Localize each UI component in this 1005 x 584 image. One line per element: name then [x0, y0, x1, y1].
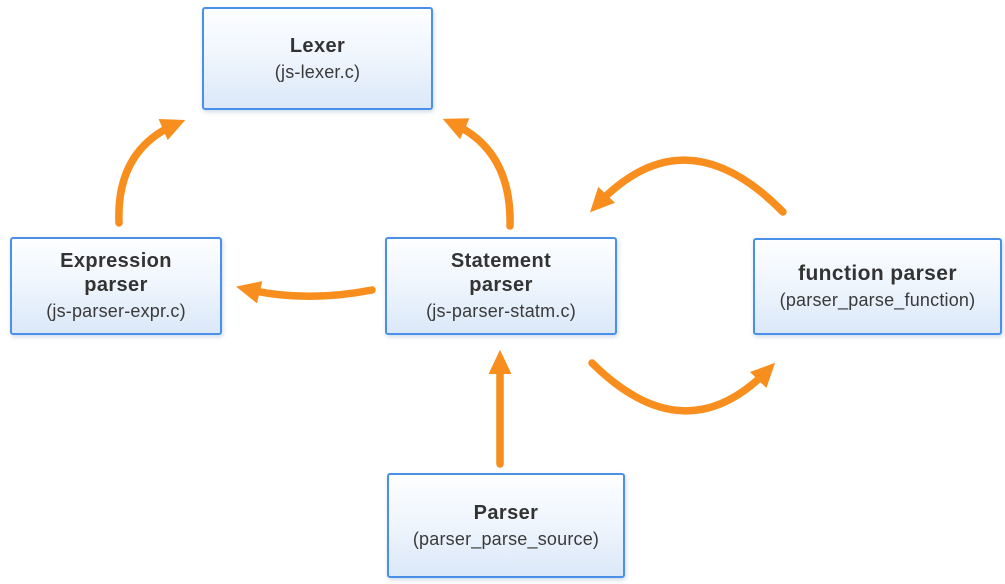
node-lexer: Lexer (js-lexer.c) — [202, 7, 433, 110]
node-title: Lexer — [290, 34, 345, 58]
node-subtitle: (parser_parse_function) — [779, 290, 976, 311]
node-title-line: parser — [469, 274, 533, 297]
node-title: Statement parser — [451, 249, 551, 297]
node-title: function parser — [798, 261, 957, 286]
node-function-parser: function parser (parser_parse_function) — [753, 238, 1002, 335]
arrow-expression-parser-to-lexer — [115, 119, 186, 227]
node-statement-parser: Statement parser (js-parser-statm.c) — [385, 237, 617, 335]
node-subtitle: (js-parser-expr.c) — [46, 301, 186, 322]
node-subtitle: (parser_parse_source) — [412, 528, 600, 549]
node-subtitle: (js-parser-statm.c) — [426, 301, 576, 322]
node-title: Parser — [474, 501, 539, 525]
arrow-statement-parser-to-expression-parser — [236, 281, 376, 304]
node-title-line: Expression — [60, 250, 172, 273]
arrow-statement-parser-to-lexer — [442, 118, 514, 230]
node-title-line: Statement — [450, 250, 552, 273]
node-title-line: parser — [84, 274, 148, 297]
node-expression-parser: Expression parser (js-parser-expr.c) — [10, 237, 222, 335]
node-title-line: Lexer — [289, 34, 346, 57]
arrow-statement-parser-to-function-parser — [588, 359, 776, 415]
node-title-line: Parser — [473, 501, 539, 524]
node-subtitle: (js-lexer.c) — [274, 61, 361, 82]
arrow-function-parser-to-statement-parser — [589, 156, 787, 216]
node-parser: Parser (parser_parse_source) — [387, 473, 625, 578]
node-title: Expression parser — [60, 249, 172, 297]
node-title-line: function parser — [798, 262, 957, 286]
